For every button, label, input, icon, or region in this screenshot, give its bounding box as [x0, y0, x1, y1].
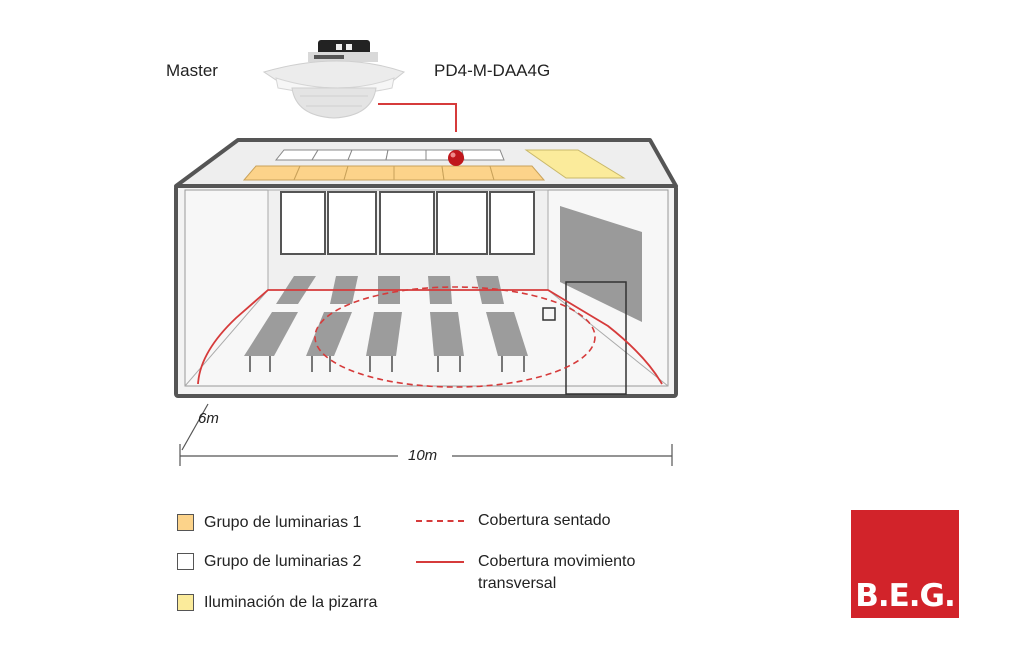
legend-seated: Cobertura sentado	[416, 510, 611, 532]
master-label: Master	[166, 61, 218, 80]
connection-line	[378, 103, 457, 132]
legend-solid-line	[416, 561, 464, 563]
legend-dashed-line	[416, 520, 464, 522]
width-label: 10m	[408, 447, 438, 464]
model-label: PD4-M-DAA4G	[434, 61, 551, 80]
dimensions	[179, 403, 673, 466]
coverage-seated	[314, 286, 596, 388]
legend-swatch-group1	[177, 514, 194, 531]
legend-group1: Grupo de luminarias 1	[177, 512, 361, 534]
room-model	[174, 138, 678, 398]
legend-board: Iluminación de la pizarra	[177, 592, 377, 614]
legend-group2: Grupo de luminarias 2	[177, 551, 361, 573]
beg-logo: B.E.G.	[851, 510, 959, 618]
beg-logo-text: B.E.G.	[855, 578, 956, 614]
presence-detector	[262, 40, 406, 119]
legend-transversal: Cobertura movimiento transversal	[416, 551, 678, 595]
legend-swatch-board	[177, 594, 194, 611]
depth-label: 6m	[198, 410, 219, 427]
legend-swatch-group2	[177, 553, 194, 570]
